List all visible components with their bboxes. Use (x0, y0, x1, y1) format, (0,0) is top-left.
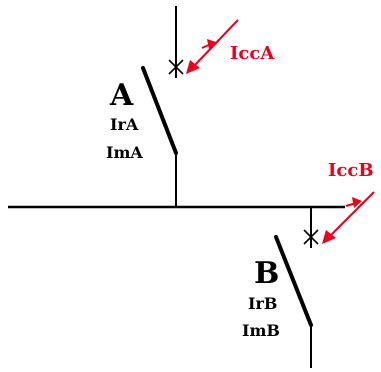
breaker-b-fault-cross (303, 229, 319, 245)
breaker-b-name: B (254, 256, 279, 291)
breaker-a-name: A (109, 78, 134, 113)
breaker-a-im-label: ImA (106, 143, 143, 162)
breaker-b-ir-label: IrB (248, 294, 277, 313)
breaker-a: A IrA ImA IccA (106, 6, 275, 207)
fault-b-arrow-icon (322, 191, 375, 244)
breaker-b-contact-blade (274, 235, 313, 327)
breaker-b-im-label: ImB (242, 321, 280, 340)
breaker-a-contact-blade (141, 66, 178, 155)
breaker-a-fault-cross (168, 59, 184, 75)
breaker-a-ir-label: IrA (110, 115, 139, 134)
fault-a-arrow-icon (186, 19, 239, 74)
fault-b-label: IccB (328, 160, 374, 181)
fault-a-label: IccA (230, 43, 275, 64)
breaker-b: B IrB ImB IccB (242, 160, 375, 368)
